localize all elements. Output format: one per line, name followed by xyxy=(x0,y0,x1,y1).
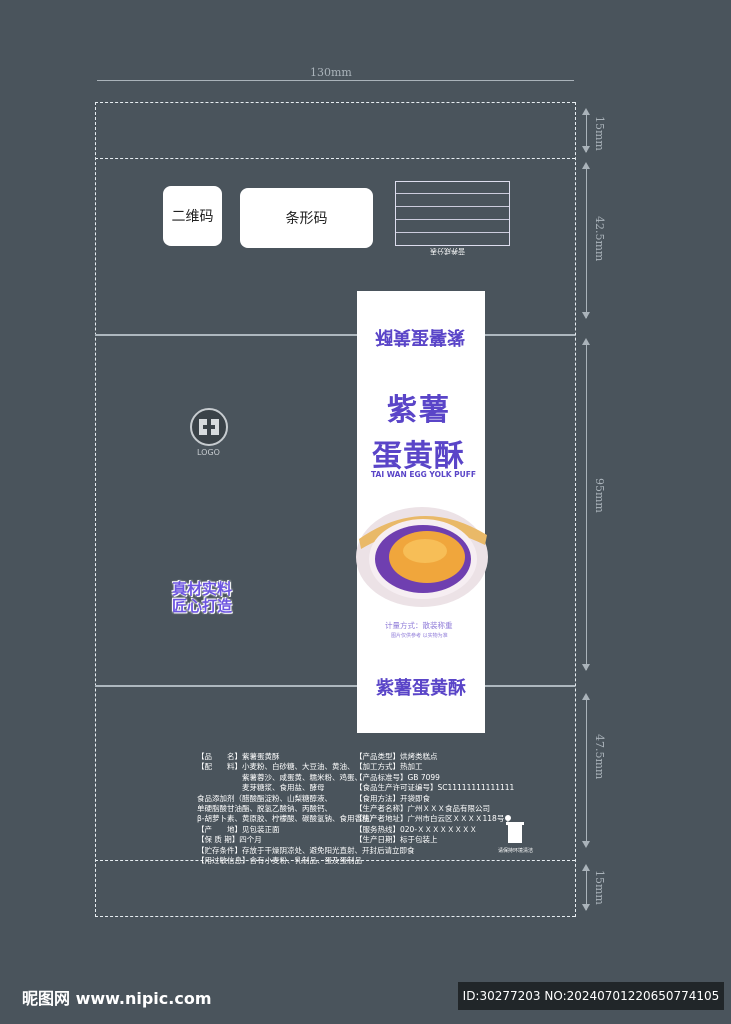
dim-label-top-flap: 15mm xyxy=(593,116,606,151)
recycle-caption: 请保持环境清洁 xyxy=(498,848,534,854)
fold-line-1 xyxy=(95,158,575,159)
info-line: 【生产日期】标于包装上 xyxy=(355,835,438,845)
product-info-left: 【品 名】紫薯蛋黄酥 【配 料】小麦粉、白砂糖、大豆油、黄油、 紫薯蓉沙、咸蛋黄… xyxy=(197,752,415,866)
width-dimension-line xyxy=(97,80,574,81)
dim-label-middle-panel: 95mm xyxy=(593,478,606,513)
frame-right-edge xyxy=(575,102,576,917)
dim-label-upper-panel: 42.5mm xyxy=(593,216,606,262)
width-dimension-label: 130mm xyxy=(310,66,352,79)
info-line: 【用过敏信息】含有小麦粉、乳制品、蛋及蛋制品 xyxy=(197,856,362,866)
barcode-label: 条形码 xyxy=(285,211,328,227)
arrow-up-icon xyxy=(582,108,590,115)
info-line: 单硬脂酸甘油酯、脱氢乙酸钠、丙酸钙、 xyxy=(197,804,332,814)
dim-label-bottom-flap: 15mm xyxy=(593,870,606,905)
info-line: 【食用方法】开袋即食 xyxy=(355,793,430,803)
trash-bin-icon xyxy=(500,813,530,845)
info-line: 【食品生产许可证编号】SC11111111111111 xyxy=(355,783,515,793)
arrow-up-icon xyxy=(582,162,590,169)
info-line: 【产品类型】烘烤类糕点 xyxy=(355,752,438,761)
arrow-up-icon xyxy=(582,693,590,700)
fold-line-3 xyxy=(95,685,575,687)
image-disclaimer: 图片仅供参考 以实物为准 xyxy=(391,633,448,639)
dim-line-middle-panel xyxy=(586,340,587,670)
measure-method: 计量方式：散装称重 xyxy=(385,621,453,630)
info-line: β-胡萝卜素、黄原胶、柠檬酸、碳酸氢钠、食用香精） xyxy=(197,814,377,824)
info-line: 【贮存条件】存放于干燥阴凉处、避免阳光直射、开封后请立即食 xyxy=(197,845,415,855)
arrow-down-icon xyxy=(582,841,590,848)
frame-bottom-edge xyxy=(95,916,575,917)
arrow-down-icon xyxy=(582,664,590,671)
fold-line-2 xyxy=(95,334,575,336)
frame-top-edge xyxy=(95,102,575,103)
dim-line-lower-panel xyxy=(586,695,587,845)
arrow-up-icon xyxy=(582,864,590,871)
dim-line-upper-panel xyxy=(586,164,587,318)
info-line: 【品 名】紫薯蛋黄酥 xyxy=(197,752,280,761)
nutrition-row xyxy=(396,181,509,193)
nutrition-row xyxy=(396,219,509,232)
frame-left-edge xyxy=(95,102,96,917)
arrow-up-icon xyxy=(582,338,590,345)
barcode-placeholder: 条形码 xyxy=(240,188,373,248)
front-panel: 紫薯蛋黄酥 紫薯 蛋黄酥 TAI WAN EGG YOLK PUFF 计量方式：… xyxy=(356,291,488,733)
nutrition-caption: 营养成分表 xyxy=(430,247,465,255)
arrow-down-icon xyxy=(582,146,590,153)
qr-code-placeholder: 二维码 xyxy=(163,186,222,246)
slogan-line-2: 匠心打造 xyxy=(172,597,233,615)
flipped-title: 紫薯蛋黄酥 xyxy=(375,326,465,347)
dim-line-top-flap xyxy=(586,110,587,152)
bottom-title: 紫薯蛋黄酥 xyxy=(376,678,466,699)
qr-code-label: 二维码 xyxy=(171,209,214,225)
info-line: 麦芽糖浆、食用盐、酵母 xyxy=(197,783,325,793)
arrow-down-icon xyxy=(582,904,590,911)
info-line: 【服务热线】020-ＸＸＸＸＸＸＸＸ xyxy=(355,824,478,834)
product-subtitle: TAI WAN EGG YOLK PUFF xyxy=(371,470,476,479)
nutrition-row xyxy=(396,206,509,219)
arrow-down-icon xyxy=(582,312,590,319)
info-line: 【加工方式】热加工 xyxy=(355,762,423,772)
site-watermark: 昵图网 www.nipic.com xyxy=(22,989,212,1008)
info-line: 【生产者名称】广州ＸＸＸ食品有限公司 xyxy=(355,804,490,814)
dim-line-bottom-flap xyxy=(586,866,587,910)
fold-line-4 xyxy=(95,860,575,861)
nutrition-table xyxy=(395,181,510,246)
image-id-watermark: ID:30277203 NO:20240701220650774105 xyxy=(458,982,724,1010)
info-line: 食品添加剂（醋酸酯淀粉、山梨糖醇液、 xyxy=(197,793,332,803)
info-line: 【配 料】小麦粉、白砂糖、大豆油、黄油、 xyxy=(197,762,355,772)
product-title-line-1: 紫薯 xyxy=(387,393,451,428)
logo-text: LOGO xyxy=(197,448,220,457)
dim-label-lower-panel: 47.5mm xyxy=(593,734,606,780)
info-line: 【保 质 期】四个月 xyxy=(197,835,262,845)
product-title-line-2: 蛋黄酥 xyxy=(372,439,465,474)
slogan-line-1: 真材实料 xyxy=(172,580,233,598)
slogan: 真材实料 匠心打造 xyxy=(172,581,232,615)
info-line: 紫薯蓉沙、咸蛋黄、糯米粉、鸡蛋、 xyxy=(197,772,362,782)
logo-icon xyxy=(189,407,229,447)
egg-yolk-puff-image xyxy=(347,499,497,611)
info-line: 【产 地】见包装正面 xyxy=(197,824,280,834)
nutrition-row xyxy=(396,193,509,206)
info-line: 【产品标准号】GB 7099 xyxy=(355,772,440,782)
product-info-right: 【产品类型】烘烤类糕点 【加工方式】热加工 【产品标准号】GB 7099 【食品… xyxy=(355,752,514,846)
nutrition-row xyxy=(396,232,509,245)
info-line: 【生产者地址】广州市白云区ＸＸＸＸ118号 xyxy=(355,814,505,824)
